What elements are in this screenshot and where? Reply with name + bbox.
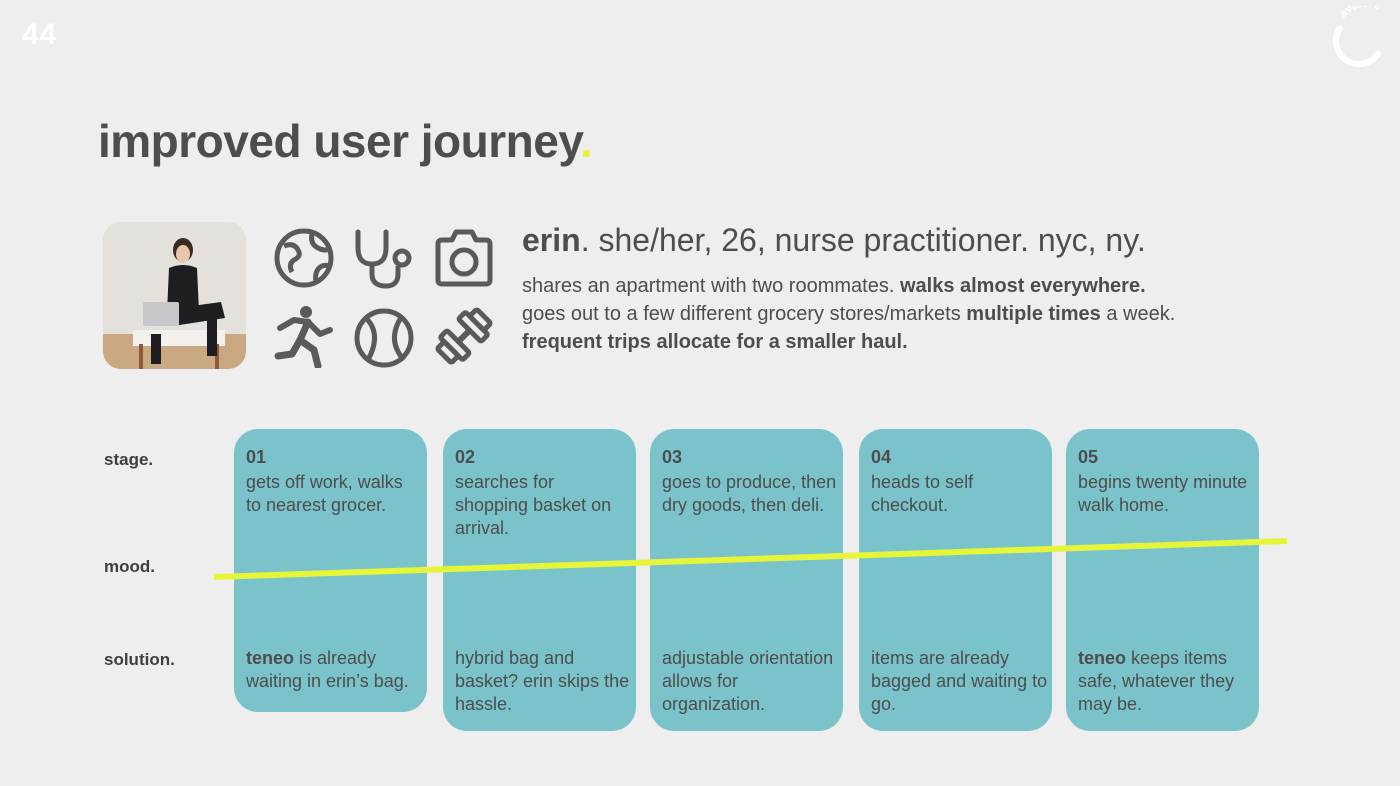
persona-line-3: frequent trips allocate for a smaller ha… <box>522 331 908 353</box>
stage-description: goes to produce, then dry goods, then de… <box>662 472 837 515</box>
stage-number: 05 <box>1078 447 1099 467</box>
baseball-icon <box>354 308 414 368</box>
title-accent-dot: . <box>580 115 593 167</box>
stage-solution: adjustable orientation allows for organi… <box>662 648 834 714</box>
avalore-logo: avalore <box>1333 6 1382 68</box>
persona-photo <box>103 222 246 369</box>
page-title: improved user journey. <box>98 115 593 167</box>
stage-description: begins twenty minute walk home. <box>1078 472 1248 515</box>
row-label-mood: mood. <box>104 557 155 576</box>
stage-card: 05 begins twenty minute walk home. teneo… <box>1066 429 1259 731</box>
stage-card: 01 gets off work, walks to nearest groce… <box>234 429 427 712</box>
stage-description: gets off work, walks to nearest grocer. <box>246 472 403 515</box>
persona-line-2: goes out to a few different grocery stor… <box>522 303 1176 325</box>
persona-summary: . she/her, 26, nurse practitioner. nyc, … <box>580 222 1146 258</box>
stage-solution: teneo keeps items safe, whatever they ma… <box>1078 648 1235 714</box>
stage-solution: teneo is already waiting in erin’s bag. <box>246 648 409 691</box>
stethoscope-icon <box>355 229 412 289</box>
camera-icon <box>435 229 493 287</box>
globe-icon <box>274 228 334 288</box>
stage-card: 04 heads to self checkout. items are alr… <box>859 429 1052 731</box>
stage-solution: hybrid bag and basket? erin skips the ha… <box>455 648 630 714</box>
stage-number: 02 <box>455 447 476 467</box>
interest-icons <box>272 226 500 372</box>
stage-number: 04 <box>871 447 892 467</box>
stage-card: 02 searches for shopping basket on arriv… <box>443 429 636 731</box>
row-label-stage: stage. <box>104 450 154 469</box>
stage-card: 03 goes to produce, then dry goods, then… <box>650 429 843 731</box>
stage-solution: items are already bagged and waiting to … <box>871 648 1048 714</box>
page-number: 44 <box>22 18 58 51</box>
row-label-solution: solution. <box>104 650 175 669</box>
stage-description: heads to self checkout. <box>871 472 974 515</box>
stage-number: 01 <box>246 447 267 467</box>
persona-name: erin <box>522 222 581 258</box>
persona-description: shares an apartment with two roommates. … <box>522 272 1302 356</box>
svg-text:avalore: avalore <box>1337 6 1382 20</box>
persona-header: erin. she/her, 26, nurse practitioner. n… <box>522 222 1146 259</box>
stage-number: 03 <box>662 447 683 467</box>
dumbbell-icon <box>435 307 493 365</box>
runner-icon <box>274 306 333 368</box>
persona-line-1: shares an apartment with two roommates. … <box>522 275 1146 297</box>
stage-description: searches for shopping basket on arrival. <box>455 472 612 538</box>
